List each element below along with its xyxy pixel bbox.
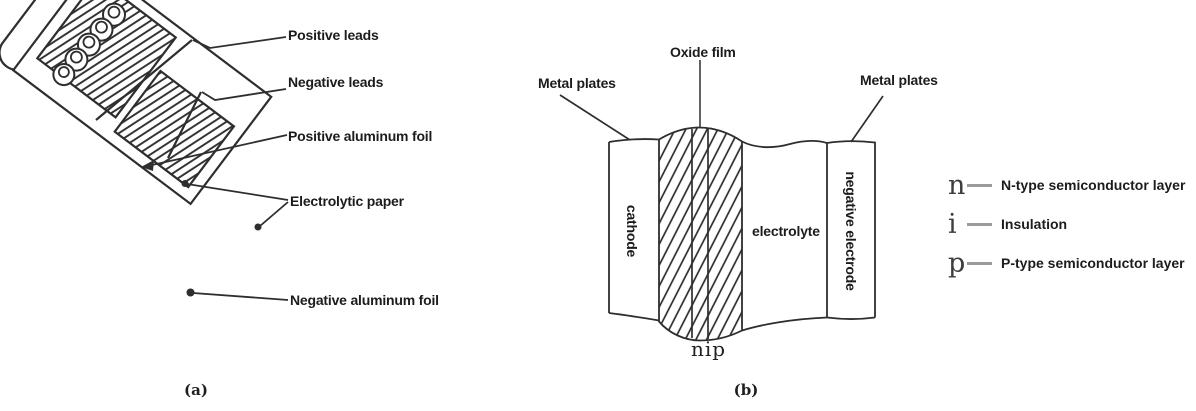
leader-positive-leads	[192, 36, 287, 49]
negative-lead-wire	[167, 91, 202, 159]
electrolyte-bottom-edge	[741, 316, 828, 332]
label-nip: nip	[691, 337, 727, 361]
label-metal-plates-right: Metal plates	[860, 72, 938, 88]
legend-dash-icon	[967, 261, 992, 265]
leader-dot-paper-lower	[254, 223, 262, 231]
leader-metal-plates-left	[559, 94, 631, 141]
leader-metal-plates-right	[850, 95, 884, 143]
negative-electrode-outline	[826, 140, 876, 320]
label-negative-electrode: negative electrode	[843, 171, 859, 291]
positive-lead-wire	[95, 39, 193, 121]
label-oxide-film: Oxide film	[670, 44, 736, 60]
legend-symbol-p: p	[948, 247, 966, 279]
legend-label-insulation: Insulation	[1001, 216, 1068, 232]
label-negative-aluminum-foil: Negative aluminum foil	[290, 292, 439, 308]
label-electrolyte: electrolyte	[752, 223, 820, 239]
caption-panel-a: (a)	[184, 381, 208, 399]
legend-dash-icon	[967, 183, 992, 187]
label-metal-plates-left: Metal plates	[538, 75, 616, 91]
cathode-plate-outline	[608, 138, 660, 322]
leader-negative-leads	[201, 88, 287, 101]
leader-positive-foil-arrowhead	[141, 160, 154, 171]
panel-a-wires-and-leaders	[95, 36, 289, 301]
electrolyte-top-edge	[741, 139, 828, 149]
legend-row-i: i Insulation	[948, 209, 1067, 239]
label-positive-aluminum-foil: Positive aluminum foil	[288, 128, 433, 144]
label-cathode: cathode	[624, 204, 640, 258]
legend-symbol-n: n	[948, 169, 966, 201]
legend-label-n-type: N-type semiconductor layer	[1001, 177, 1186, 193]
leader-dot-negative-foil	[186, 288, 195, 297]
legend-dash-icon	[967, 222, 992, 226]
layer-cross-section-group	[559, 60, 884, 342]
legend-symbol-i: i	[948, 208, 957, 240]
label-negative-leads: Negative leads	[288, 74, 384, 90]
label-electrolytic-paper: Electrolytic paper	[290, 193, 404, 209]
leader-positive-foil	[151, 134, 288, 166]
legend-label-p-type: P-type semiconductor layer	[1001, 255, 1185, 271]
caption-panel-b: (b)	[733, 381, 759, 399]
leader-electrolytic-paper-upper	[186, 183, 289, 201]
label-positive-leads: Positive leads	[288, 27, 379, 43]
oxide-film-hatch-region	[658, 126, 743, 342]
leader-dot-paper-upper	[181, 180, 189, 187]
foil-roll-rings	[52, 2, 126, 87]
leader-negative-foil	[192, 292, 289, 301]
rolled-capacitor-group	[0, 0, 273, 206]
legend-row-p: p P-type semiconductor layer	[948, 248, 1185, 278]
legend-row-n: n N-type semiconductor layer	[948, 170, 1185, 200]
leader-electrolytic-paper-lower	[259, 201, 289, 227]
